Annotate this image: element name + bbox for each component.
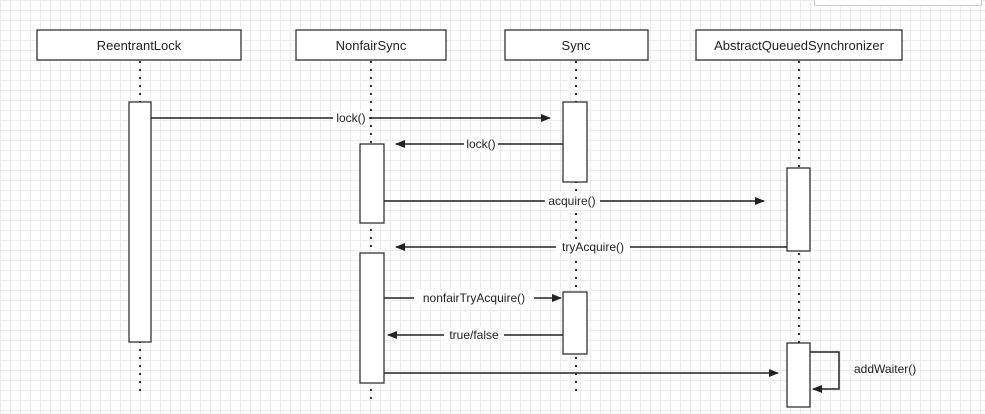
participant-label: ReentrantLock xyxy=(97,38,182,53)
message-acquire-label: acquire() xyxy=(548,194,595,208)
participant-label: AbstractQueuedSynchronizer xyxy=(714,38,884,53)
participant-reentrantlock[interactable]: ReentrantLock xyxy=(36,29,242,61)
activation-reentrantlock[interactable] xyxy=(128,101,152,343)
message-addwaiter-label: addWaiter() xyxy=(854,362,916,376)
participant-nonfairsync[interactable]: NonfairSync xyxy=(295,29,447,61)
participant-aqs[interactable]: AbstractQueuedSynchronizer xyxy=(695,29,903,61)
activation-nonfairsync-1[interactable] xyxy=(359,143,385,224)
message-truefalse-label: true/false xyxy=(449,328,499,342)
participant-sync[interactable]: Sync xyxy=(504,29,649,61)
activation-nonfairsync-2[interactable] xyxy=(359,252,385,384)
participant-label: Sync xyxy=(562,38,591,53)
activation-aqs-1[interactable] xyxy=(786,167,811,252)
activation-aqs-2[interactable] xyxy=(786,342,811,408)
activation-sync-1[interactable] xyxy=(562,101,588,183)
message-addwaiter-self-arrow[interactable] xyxy=(810,351,840,393)
activation-sync-2[interactable] xyxy=(562,291,588,355)
corner-panel xyxy=(814,0,982,6)
participant-label: NonfairSync xyxy=(336,38,407,53)
message-lock-label: lock() xyxy=(336,111,365,125)
message-tryacquire-label: tryAcquire() xyxy=(562,240,624,254)
message-nonfairtryacquire-label: nonfairTryAcquire() xyxy=(423,291,525,305)
message-lock-return-label: lock() xyxy=(466,137,495,151)
